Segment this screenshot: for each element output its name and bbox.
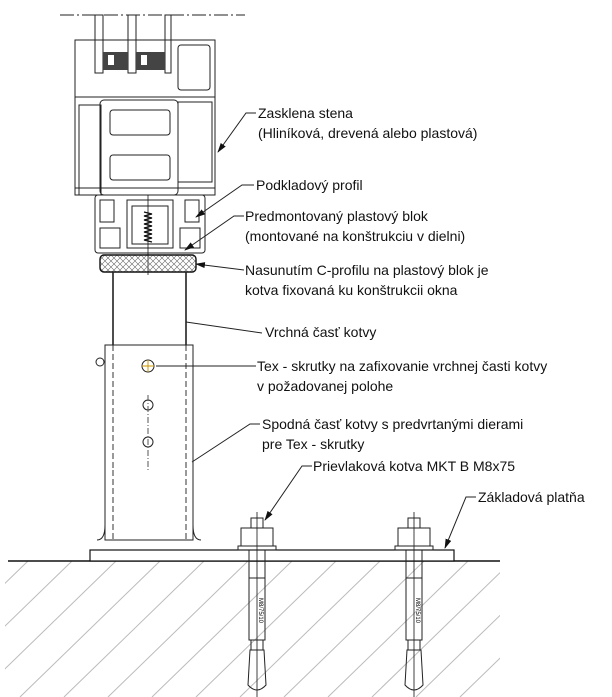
label-line: (montované na konštrukciu v dielni) — [245, 228, 466, 244]
label-line: Základová platňa — [478, 489, 585, 505]
label-upper-part: Vrchná časť kotvy — [265, 322, 376, 342]
label-line: Tex - skrutky na zafixovanie vrchnej čas… — [257, 358, 548, 374]
label-anchor-bolt: Prievlaková kotva MKT B M8x75 — [313, 456, 515, 476]
hatch-line — [19, 561, 161, 697]
label-base-profile: Podkladový profil — [256, 175, 363, 195]
label-glazed-wall: Zasklena stena (Hliníková, drevená alebo… — [258, 103, 477, 143]
label-line: (Hliníková, drevená alebo plastová) — [258, 125, 478, 141]
label-lower-part: Spodná časť kotvy s predvrtanými dierami… — [262, 414, 523, 454]
hatch-line — [5, 561, 29, 585]
hatch-line — [327, 561, 469, 697]
label-base-plate: Základová platňa — [478, 487, 585, 507]
leader-lines — [156, 112, 476, 549]
hatch-line — [283, 561, 425, 697]
hatch-line — [63, 561, 205, 697]
label-line: pre Tex - skrutky — [262, 436, 365, 452]
hatch-line — [415, 614, 500, 697]
hatch-line — [5, 561, 117, 670]
bolt-marking: M8/75/10 — [257, 598, 263, 624]
hatch-line — [5, 561, 73, 627]
anchor-lower-part — [95, 344, 202, 541]
label-line: Predmontovaný plastový blok — [245, 208, 428, 224]
anchor-upper-part — [112, 272, 187, 470]
hatch-line — [459, 657, 500, 697]
hatch-line — [107, 561, 249, 697]
hatch-line — [371, 571, 500, 697]
label-plastic-block: Predmontovaný plastový blok (montované n… — [245, 206, 465, 246]
hatch-line — [151, 561, 293, 697]
base-plate — [89, 549, 455, 562]
label-line: Prievlaková kotva MKT B M8x75 — [313, 458, 516, 474]
hatch-line — [195, 561, 337, 697]
label-line: kotva fixovaná ku konštrukcii okna — [245, 282, 458, 298]
label-line: Zasklena stena — [258, 105, 353, 121]
plastic-block — [99, 254, 197, 273]
label-tex-screws: Tex - skrutky na zafixovanie vrchnej čas… — [257, 356, 547, 396]
anchor-bolt: M8/75/10 — [237, 512, 277, 697]
ground-hatching — [5, 561, 612, 697]
label-line: Vrchná časť kotvy — [265, 324, 377, 340]
label-line: Spodná časť kotvy s predvrtanými dierami — [262, 416, 524, 432]
anchor-bolt: M8/75/10 — [394, 512, 434, 697]
label-c-profile: Nasunutím C-profilu na plastový blok je … — [245, 260, 489, 300]
label-line: Nasunutím C-profilu na plastový blok je — [245, 262, 489, 278]
hatch-line — [504, 561, 612, 697]
label-line: v požadovanej polohe — [257, 378, 394, 394]
hatch-line — [548, 561, 612, 697]
label-line: Podkladový profil — [256, 177, 363, 193]
hatch-line — [239, 561, 381, 697]
bolt-marking: M8/75/10 — [414, 598, 420, 624]
glazing — [94, 14, 172, 74]
